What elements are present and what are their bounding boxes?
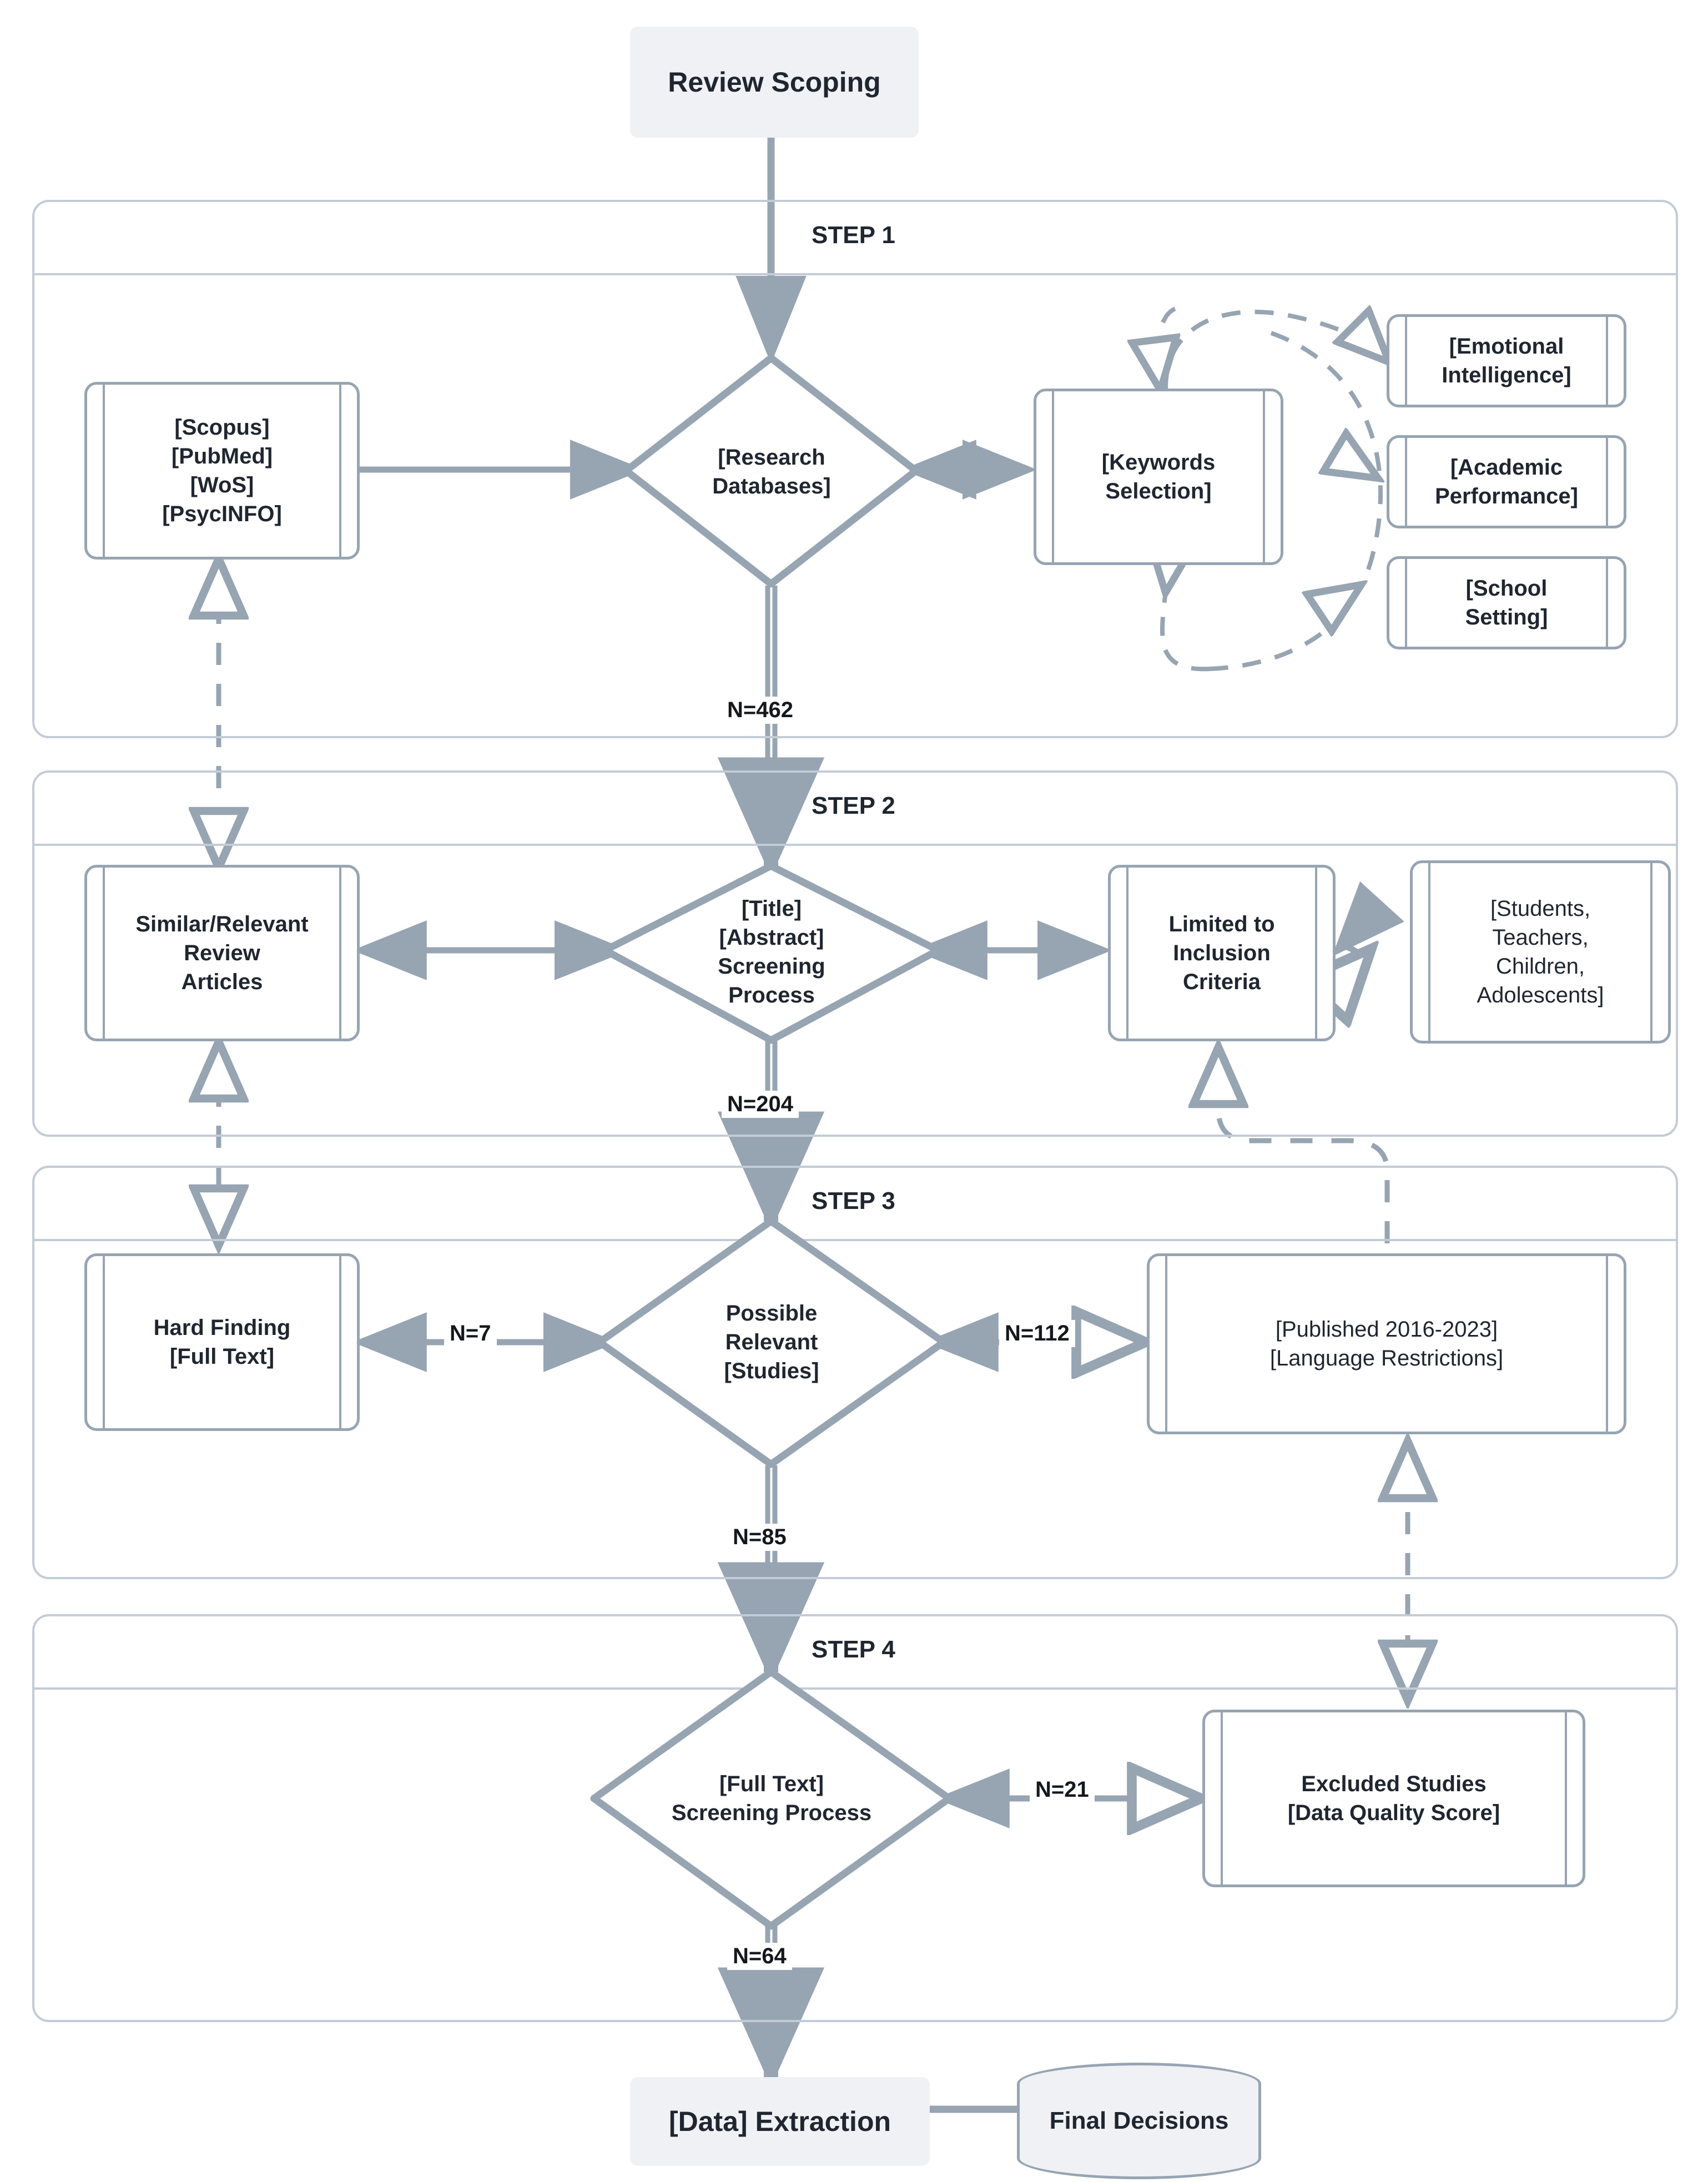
final-decisions-label: Final Decisions — [1049, 2107, 1229, 2135]
research-databases-label: [Research Databases] — [712, 445, 831, 498]
step-1-title: STEP 1 — [812, 221, 895, 249]
published-language-label: [Published 2016-2023] [Language Restrict… — [1269, 1317, 1504, 1370]
title-abstract-screening-node[interactable]: [Title] [Abstract] Screening Process — [661, 871, 883, 1032]
review-scoping-label: Review Scoping — [668, 66, 881, 98]
edge-label-n204: N=204 — [722, 1091, 799, 1118]
similar-review-articles-label: Similar/Relevant Review Articles — [135, 912, 309, 994]
edge-label-n112: N=112 — [999, 1320, 1075, 1347]
similar-review-articles-node[interactable]: Similar/Relevant Review Articles — [84, 865, 360, 1041]
edge-label-n462: N=462 — [722, 697, 799, 724]
title-abstract-screening-label: [Title] [Abstract] Screening Process — [718, 896, 825, 1007]
population-label: [Students, Teachers, Children, Adolescen… — [1477, 896, 1604, 1007]
keyword-emotional-intelligence-node[interactable]: [Emotional Intelligence] — [1387, 314, 1626, 407]
review-scoping-node[interactable]: Review Scoping — [630, 27, 919, 138]
edge-label-n7: N=7 — [444, 1320, 497, 1347]
excluded-studies-node[interactable]: Excluded Studies [Data Quality Score] — [1202, 1710, 1585, 1887]
hard-finding-node[interactable]: Hard Finding [Full Text] — [84, 1253, 360, 1431]
full-text-screening-node[interactable]: [Full Text] Screening Process — [627, 1748, 916, 1848]
step-4-title: STEP 4 — [812, 1636, 895, 1663]
published-language-node[interactable]: [Published 2016-2023] [Language Restrict… — [1147, 1253, 1626, 1434]
final-decisions-node[interactable]: Final Decisions — [1017, 2063, 1261, 2179]
step-2-title: STEP 2 — [812, 792, 895, 819]
excluded-studies-label: Excluded Studies [Data Quality Score] — [1287, 1772, 1500, 1825]
data-extraction-label: [Data] Extraction — [668, 2105, 891, 2137]
step-1-container: STEP 1 — [32, 200, 1678, 738]
keyword-academic-performance-node[interactable]: [Academic Performance] — [1387, 435, 1626, 528]
keywords-selection-node[interactable]: [Keywords Selection] — [1034, 389, 1283, 565]
databases-label: [Scopus] [PubMed] [WoS] [PsycINFO] — [162, 415, 282, 526]
keyword-school-setting-node[interactable]: [School Setting] — [1387, 556, 1626, 649]
step-3-title: STEP 3 — [812, 1187, 895, 1215]
edge-label-n85: N=85 — [727, 1524, 792, 1551]
edge-label-n64: N=64 — [727, 1943, 792, 1970]
inclusion-criteria-label: Limited to Inclusion Criteria — [1168, 912, 1275, 994]
keyword-emotional-intelligence-label: [Emotional Intelligence] — [1442, 334, 1571, 387]
hard-finding-label: Hard Finding [Full Text] — [153, 1316, 291, 1369]
inclusion-criteria-node[interactable]: Limited to Inclusion Criteria — [1108, 865, 1336, 1041]
keyword-school-setting-label: [School Setting] — [1465, 576, 1548, 629]
databases-node[interactable]: [Scopus] [PubMed] [WoS] [PsycINFO] — [84, 382, 360, 560]
data-extraction-node[interactable]: [Data] Extraction — [630, 2077, 930, 2166]
edge-label-n21: N=21 — [1030, 1776, 1095, 1803]
keywords-selection-label: [Keywords Selection] — [1101, 450, 1216, 503]
population-node[interactable]: [Students, Teachers, Children, Adolescen… — [1410, 860, 1671, 1044]
full-text-screening-label: [Full Text] Screening Process — [671, 1772, 872, 1825]
research-databases-node[interactable]: [Research Databases] — [644, 422, 899, 522]
possible-relevant-label: Possible Relevant [Studies] — [724, 1301, 819, 1383]
keyword-academic-performance-label: [Academic Performance] — [1435, 455, 1578, 508]
step-2-container: STEP 2 — [32, 770, 1678, 1137]
possible-relevant-node[interactable]: Possible Relevant [Studies] — [661, 1271, 883, 1413]
